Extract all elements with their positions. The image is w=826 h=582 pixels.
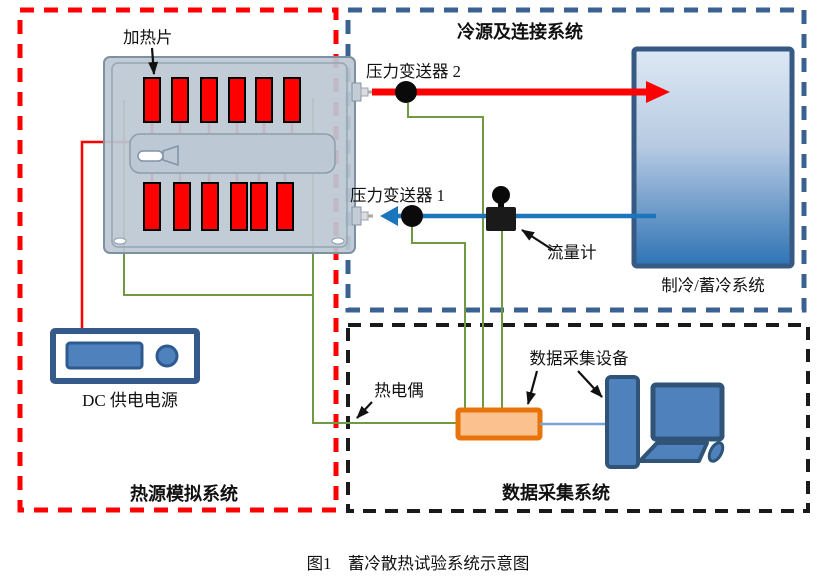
flow-meter-device xyxy=(486,186,516,231)
daq-system-box xyxy=(346,323,810,513)
computer-monitor-icon xyxy=(650,382,725,442)
heating-plate xyxy=(171,77,189,123)
daq-device-arrow-right xyxy=(577,370,603,398)
heating-plate xyxy=(276,182,294,231)
thermocouple-label: 热电偶 xyxy=(374,381,424,400)
cold-source-system-title: 冷源及连接系统 xyxy=(457,21,583,42)
pipe-connector-nub xyxy=(360,211,369,221)
pipe-connector-nub xyxy=(360,87,369,97)
screw-hole-right xyxy=(331,237,345,245)
heat-source-system-box xyxy=(17,7,339,513)
heating-plate xyxy=(255,77,273,123)
heater-label-arrow xyxy=(148,47,159,75)
computer-tower-icon xyxy=(605,375,640,469)
heating-plate xyxy=(283,77,301,123)
computer-keyboard-icon xyxy=(638,441,709,463)
flow-meter-label-arrow xyxy=(521,229,554,251)
chiller-unit xyxy=(631,46,795,269)
flow-meter-label: 流量计 xyxy=(547,243,597,262)
dc-power-display xyxy=(65,341,144,370)
fitting-cone-icon xyxy=(162,144,179,167)
heater-strips-top xyxy=(143,77,301,123)
heater-strips-bottom xyxy=(143,182,294,231)
heat-source-system-title: 热源模拟系统 xyxy=(130,483,238,504)
computer-mouse-icon xyxy=(707,441,725,463)
dc-power-knob xyxy=(155,344,179,368)
heating-plate xyxy=(143,77,161,123)
pt2-signal-wire xyxy=(407,103,484,410)
screw-hole-left xyxy=(113,237,127,245)
daq-system-title: 数据采集系统 xyxy=(502,482,610,503)
figure-caption: 图1 蓄冷散热试验系统示意图 xyxy=(307,554,530,573)
panel-pipe-connectors xyxy=(351,82,373,226)
heating-plate xyxy=(250,182,268,231)
thermocouple-label-arrow xyxy=(356,401,373,419)
chiller-label: 制冷/蓄冷系统 xyxy=(661,276,765,295)
flow-meter-head xyxy=(492,186,510,204)
cold-plate-panel xyxy=(103,56,373,254)
cold-pipe xyxy=(380,186,656,231)
heating-plate xyxy=(201,182,219,231)
daq-device-label: 数据采集设备 xyxy=(530,349,630,368)
computer xyxy=(605,375,725,469)
flow-meter-stem xyxy=(498,202,504,208)
cold-pipe-arrowhead xyxy=(380,206,398,226)
hot-pipe xyxy=(372,81,670,103)
panel-inner-frame xyxy=(111,62,348,248)
fitting-icon xyxy=(137,150,164,162)
daq-device-arrow-left xyxy=(526,370,539,405)
pipe-connector-icon xyxy=(351,206,362,226)
pipe-connector-icon xyxy=(351,82,362,102)
heating-plate xyxy=(173,182,191,231)
pressure-transmitter-2-sensor xyxy=(395,81,417,103)
heater-label: 加热片 xyxy=(123,28,173,47)
dc-power-supply xyxy=(50,328,200,384)
heating-plate xyxy=(228,77,246,123)
dc-power-label: DC 供电电源 xyxy=(82,391,178,410)
panel-channel xyxy=(129,133,336,174)
pressure-transmitter-1-sensor xyxy=(401,205,423,227)
pressure-transmitter-1-label: 压力变送器 1 xyxy=(350,186,445,205)
cold-source-system-box xyxy=(345,7,807,313)
hot-pipe-arrowhead xyxy=(646,81,670,103)
heating-plate xyxy=(143,182,161,231)
pressure-transmitter-2-label: 压力变送器 2 xyxy=(366,62,461,81)
heating-plate xyxy=(230,182,248,231)
heating-plate xyxy=(200,77,218,123)
data-collector xyxy=(455,407,543,441)
flow-meter-body xyxy=(486,207,516,231)
annotation-arrows xyxy=(148,47,603,419)
pt1-signal-wire xyxy=(411,227,466,410)
